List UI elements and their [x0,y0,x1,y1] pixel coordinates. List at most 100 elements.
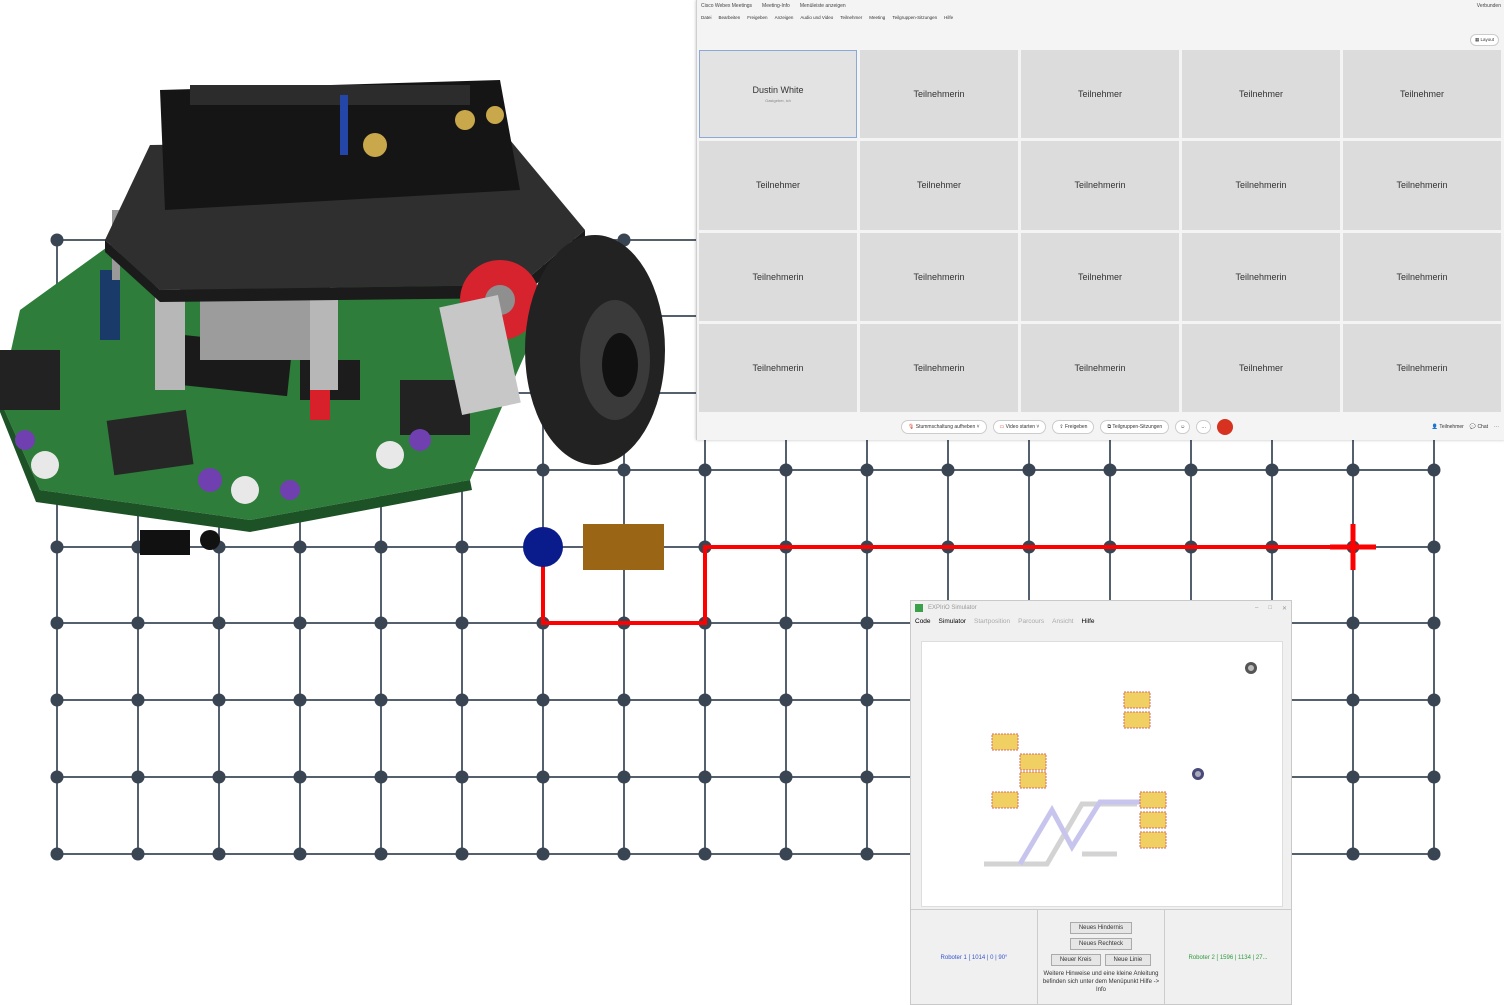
menu-view[interactable]: Anzeigen [774,14,794,20]
participant-tile[interactable]: Teilnehmerin [860,50,1018,139]
maximize-icon[interactable]: □ [1268,604,1272,611]
robot-path [541,545,1352,625]
new-obstacle-button[interactable]: Neues Hindernis [1069,921,1133,934]
participant-tile[interactable]: Teilnehmerin [1182,141,1340,230]
webex-window: Cisco Webex Meetings Meeting-Info Menüle… [696,0,1504,440]
participant-tile[interactable]: Teilnehmerin [699,232,857,321]
robot-photo [0,80,665,555]
robot1-status: Roboter 1 [ 1014 | 0 | 90° [911,910,1038,1005]
grid-node [50,770,64,784]
participant-tile[interactable]: Teilnehmer [1182,323,1340,412]
participant-tile[interactable]: Teilnehmerin [860,232,1018,321]
participant-name: Teilnehmerin [1396,362,1448,373]
menu-edit[interactable]: Bearbeiten [718,14,741,20]
participant-name: Teilnehmer [1077,89,1123,100]
grid-node [1022,463,1036,477]
menu-file[interactable]: Datei [701,14,712,20]
chat-button[interactable]: 💬 Chat [1470,424,1488,430]
participant-name: Teilnehmerin [913,271,965,282]
show-menu-link[interactable]: Menüleiste anzeigen [799,3,846,9]
participant-name: Teilnehmerin [752,271,804,282]
menu-participants[interactable]: Teilnehmer [840,14,863,20]
menu-share[interactable]: Freigeben [747,14,768,20]
grid-node [293,770,307,784]
participant-tile[interactable]: Teilnehmerin [699,323,857,412]
participant-name: Teilnehmer [755,180,801,191]
close-icon[interactable]: ✕ [1281,605,1287,612]
grid-node [50,540,64,554]
menu-help[interactable]: Hilfe [944,14,954,20]
overflow-icon[interactable]: ⋯ [1494,424,1499,430]
grid-node [860,463,874,477]
sim-menu-parcours[interactable]: Parcours [1018,617,1045,625]
more-button[interactable]: … [1196,420,1212,434]
grid-node [617,770,631,784]
menu-meeting[interactable]: Meeting [869,14,886,20]
participant-tile[interactable]: Teilnehmerin [860,323,1018,412]
participant-tile[interactable]: Teilnehmerin [1343,323,1501,412]
sim-menu-simulator[interactable]: Simulator [938,617,967,625]
participant-tile[interactable]: Teilnehmerin [1182,232,1340,321]
participant-tile[interactable]: Teilnehmer [1021,232,1179,321]
grid-node [1346,693,1360,707]
layout-button[interactable]: ▦ Layout [1469,34,1499,46]
participant-tile[interactable]: Teilnehmer [699,141,857,230]
participant-tile[interactable]: Teilnehmer [1343,50,1501,139]
camera-icon: ▭ [999,424,1006,430]
participant-tile[interactable]: Teilnehmerin [1343,141,1501,230]
obstacle [1139,791,1167,809]
led-right [376,441,404,469]
sim-menu-startposition[interactable]: Startposition [974,617,1011,625]
grid-node [617,693,631,707]
grid-node [455,540,469,554]
new-rectangle-button[interactable]: Neues Rechteck [1069,937,1133,950]
menu-breakout[interactable]: Teilgruppen-Sitzungen [892,14,938,20]
person-icon: 👤 [1431,424,1440,430]
microphone-icon: 🎙 [908,424,916,430]
minimize-icon[interactable]: – [1255,604,1259,611]
grid-node [860,770,874,784]
robot2-status: Roboter 2 [ 1596 | 1134 | 27... [1164,910,1291,1005]
grid-node [779,463,793,477]
grid-node [1103,463,1117,477]
sim-menu-code[interactable]: Code [915,617,931,625]
share-button[interactable]: ⇪ Freigeben [1052,420,1095,434]
menu-audio-video[interactable]: Audio und Video [800,14,834,20]
simulator-canvas[interactable] [921,641,1283,907]
participant-tile[interactable]: Teilnehmer [860,141,1018,230]
grid-node [698,770,712,784]
start-video-button[interactable]: ▭ Video starten ˅ [992,420,1047,434]
grid-node [779,693,793,707]
unmute-label: Stummschaltung aufheben [915,424,976,430]
webex-titlebar: Cisco Webex Meetings Meeting-Info Menüle… [697,0,1504,12]
grid-node [212,693,226,707]
participant-tile[interactable]: Teilnehmerin [1343,232,1501,321]
reactions-button[interactable]: ☺ [1175,420,1191,434]
grid-node [1184,463,1198,477]
grid-node [1427,540,1441,554]
sim-menu-help[interactable]: Hilfe [1081,617,1095,625]
breakout-button[interactable]: ⧉ Teilgruppen-Sitzungen [1100,420,1170,434]
participant-tile[interactable]: Teilnehmer [1021,50,1179,139]
participant-name: Teilnehmer [1399,89,1445,100]
grid-node [293,540,307,554]
share-icon: ⇪ [1059,424,1065,430]
new-line-button[interactable]: Neue Linie [1104,953,1152,966]
end-call-button[interactable] [1217,419,1234,435]
participant-role: Gastgeber, ich [765,98,791,104]
participant-tile[interactable]: Teilnehmerin [1021,141,1179,230]
obstacle [1019,753,1047,771]
unmute-button[interactable]: 🎙 Stummschaltung aufheben ˅ [901,420,987,434]
meeting-info-link[interactable]: Meeting-Info [762,3,790,9]
simulator-menubar: Code Simulator Startposition Parcours An… [911,615,1291,627]
participant-name: Teilnehmerin [1396,180,1448,191]
grid-node [1346,463,1360,477]
grid-node [536,693,550,707]
participants-button[interactable]: 👤 Teilnehmer [1432,424,1464,430]
participant-tile[interactable]: Teilnehmerin [1021,323,1179,412]
sim-menu-view[interactable]: Ansicht [1052,617,1074,625]
grid-node [698,463,712,477]
participant-tile[interactable]: Teilnehmer [1182,50,1340,139]
new-circle-button[interactable]: Neuer Kreis [1050,953,1101,966]
